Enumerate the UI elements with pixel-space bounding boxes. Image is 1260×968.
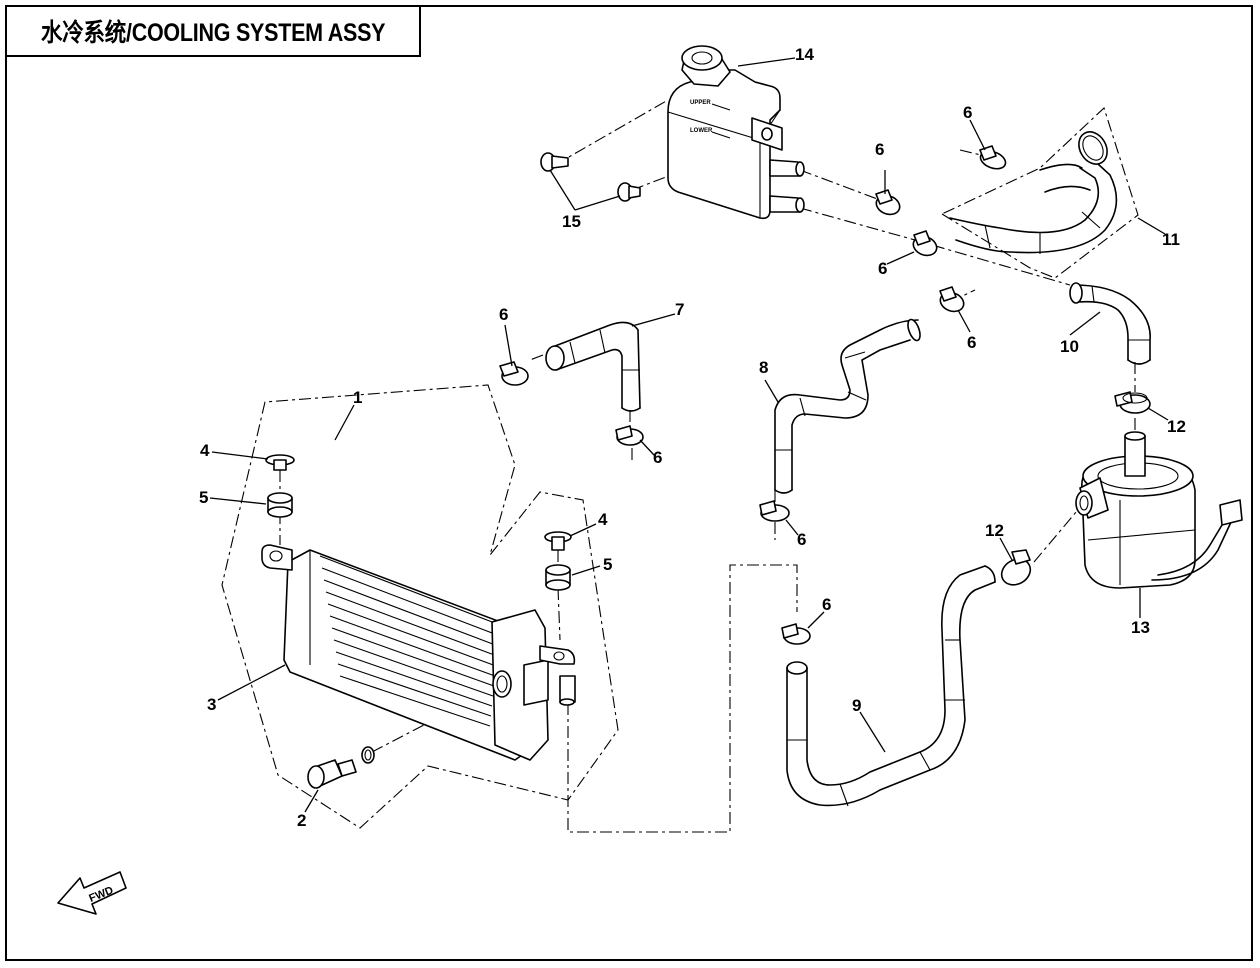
callout-11: 11 bbox=[1162, 230, 1180, 249]
callout-12-right: 12 bbox=[1167, 417, 1186, 436]
grommet-left bbox=[267, 492, 293, 518]
callout-4-right: 4 bbox=[598, 510, 608, 529]
connection-dash-pump-clamp bbox=[1033, 504, 1083, 563]
tank-screw-upper bbox=[540, 152, 569, 172]
connection-dash-hose7-top bbox=[529, 354, 544, 361]
callout-2: 2 bbox=[297, 811, 306, 830]
callout-15: 15 bbox=[562, 212, 581, 231]
connection-dash-radiator-hose9 bbox=[567, 564, 798, 833]
radiator-group-outline bbox=[221, 384, 619, 829]
page-title: 水冷系统/COOLING SYSTEM ASSY bbox=[40, 19, 386, 47]
hose-9 bbox=[786, 565, 996, 807]
hose-10 bbox=[1069, 282, 1151, 365]
callout-10: 10 bbox=[1060, 337, 1079, 356]
callout-3: 3 bbox=[207, 695, 216, 714]
callout-6-hose8-top: 6 bbox=[967, 333, 976, 352]
tank-lower-mark: LOWER bbox=[690, 128, 713, 134]
callout-labels: 1 2 3 4 4 5 5 6 6 6 6 6 6 6 7 8 9 10 11 … bbox=[199, 45, 1186, 830]
connection-dash-tank-upper-outlet bbox=[799, 169, 881, 201]
connection-dash-clamp-hose11 bbox=[959, 149, 986, 157]
clamp-6-tank-lower bbox=[912, 230, 938, 257]
callout-9: 9 bbox=[852, 696, 861, 715]
callout-6-hose9: 6 bbox=[822, 595, 831, 614]
callout-14: 14 bbox=[795, 45, 814, 64]
clamp-12-pump-outlet bbox=[1000, 549, 1032, 586]
callout-6-top-right: 6 bbox=[963, 103, 972, 122]
grommet-right bbox=[545, 564, 571, 591]
callout-6-hose8: 6 bbox=[797, 530, 806, 549]
callout-13: 13 bbox=[1131, 618, 1150, 637]
hose-11-group-outline bbox=[940, 107, 1139, 279]
callout-8: 8 bbox=[759, 358, 768, 377]
drawing-frame bbox=[5, 5, 1253, 961]
fwd-arrow: FWD bbox=[57, 871, 127, 915]
clamp-6-hose8-bottom bbox=[759, 500, 790, 522]
callout-5-left: 5 bbox=[199, 488, 208, 507]
clamp-6-hose7-left bbox=[499, 361, 529, 386]
clamp-6-top-right bbox=[979, 145, 1007, 170]
water-pump bbox=[1075, 431, 1243, 589]
callout-7: 7 bbox=[675, 300, 684, 319]
hose-11 bbox=[949, 131, 1118, 254]
clamp-6-hose8-top bbox=[939, 286, 965, 313]
callout-6-tank-upper: 6 bbox=[875, 140, 884, 159]
bleed-cap-left bbox=[265, 454, 295, 471]
connection-dash-tank-screw bbox=[554, 99, 669, 166]
callout-4-left: 4 bbox=[200, 441, 210, 460]
drain-plug bbox=[307, 746, 375, 789]
callout-12-left: 12 bbox=[985, 521, 1004, 540]
connection-dash-neck-right bbox=[557, 587, 561, 641]
callout-1: 1 bbox=[353, 388, 362, 407]
callout-6-hose7-bottom: 6 bbox=[653, 448, 662, 467]
bleed-cap-right bbox=[544, 531, 572, 551]
clamp-12-pump-top bbox=[1114, 391, 1151, 414]
radiator bbox=[261, 544, 576, 761]
title-box: 水冷系统/COOLING SYSTEM ASSY bbox=[5, 5, 421, 57]
callout-6-hose7: 6 bbox=[499, 305, 508, 324]
tank-screw-lower bbox=[617, 182, 641, 202]
clamp-6-tank-upper bbox=[875, 189, 901, 216]
callout-6-tank-lower: 6 bbox=[878, 259, 887, 278]
tank-upper-mark: UPPER bbox=[690, 100, 711, 106]
clamp-6-hose9-top bbox=[781, 623, 811, 645]
hose-8 bbox=[774, 318, 921, 494]
clamp-6-hose7-bottom bbox=[615, 425, 644, 446]
hose-7 bbox=[545, 321, 641, 412]
leader-lines bbox=[209, 57, 1169, 813]
callout-5-right: 5 bbox=[603, 555, 612, 574]
expansion-tank: UPPER LOWER bbox=[667, 45, 805, 220]
